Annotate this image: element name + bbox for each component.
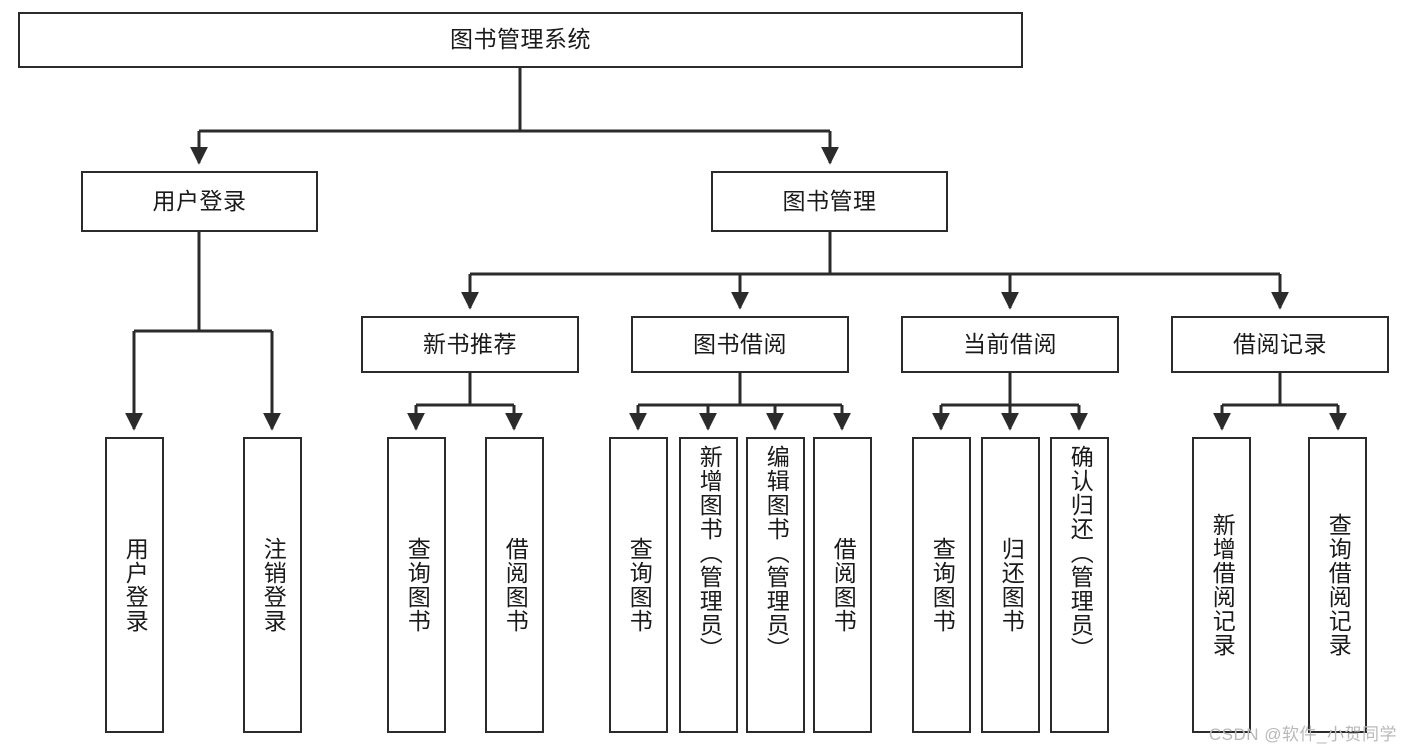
node-current-borrow-label: 当前借阅 [963, 330, 1057, 357]
node-user-login[interactable]: 用户登录 [81, 171, 318, 232]
leaf-new-book-borrow-label: 借阅图书 [502, 537, 529, 633]
node-current-borrow[interactable]: 当前借阅 [901, 316, 1119, 373]
leaf-user-login-signout-label: 注销登录 [260, 537, 287, 633]
node-user-login-label: 用户登录 [152, 187, 247, 214]
leaf-new-book-borrow[interactable]: 借阅图书 [485, 437, 544, 733]
leaf-current-confirm-return-label: 确认归还（管理员） [1067, 445, 1094, 661]
node-new-book-recommend[interactable]: 新书推荐 [361, 316, 579, 373]
leaf-borrow-edit-book-label: 编辑图书（管理员） [763, 445, 790, 661]
leaf-borrow-add-book-label: 新增图书（管理员） [696, 445, 723, 661]
node-book-borrow-label: 图书借阅 [693, 330, 787, 357]
leaf-borrow-borrow-book-label: 借阅图书 [830, 537, 857, 633]
leaf-borrow-query-book[interactable]: 查询图书 [609, 437, 668, 733]
leaf-new-book-query[interactable]: 查询图书 [387, 437, 446, 733]
leaf-current-return-book-label: 归还图书 [998, 537, 1025, 633]
leaf-user-login-signin-label: 用户登录 [122, 537, 149, 633]
leaf-current-return-book[interactable]: 归还图书 [981, 437, 1040, 733]
node-root-label: 图书管理系统 [450, 26, 591, 53]
leaf-record-add[interactable]: 新增借阅记录 [1192, 437, 1251, 733]
leaf-current-confirm-return[interactable]: 确认归还（管理员） [1050, 437, 1109, 733]
node-book-management[interactable]: 图书管理 [711, 171, 948, 232]
node-root[interactable]: 图书管理系统 [18, 12, 1023, 68]
watermark: CSDN @软件_小贺同学 [1208, 725, 1397, 744]
leaf-borrow-query-book-label: 查询图书 [626, 537, 653, 633]
leaf-user-login-signin[interactable]: 用户登录 [105, 437, 164, 733]
leaf-borrow-edit-book[interactable]: 编辑图书（管理员） [746, 437, 805, 733]
leaf-borrow-add-book[interactable]: 新增图书（管理员） [679, 437, 738, 733]
leaf-user-login-signout[interactable]: 注销登录 [243, 437, 302, 733]
node-borrow-record-label: 借阅记录 [1233, 330, 1327, 357]
leaf-record-add-label: 新增借阅记录 [1209, 513, 1236, 657]
leaf-record-query[interactable]: 查询借阅记录 [1308, 437, 1367, 733]
node-new-book-recommend-label: 新书推荐 [423, 330, 517, 357]
leaf-current-query-book[interactable]: 查询图书 [912, 437, 971, 733]
leaf-borrow-borrow-book[interactable]: 借阅图书 [813, 437, 872, 733]
leaf-record-query-label: 查询借阅记录 [1325, 513, 1352, 657]
node-borrow-record[interactable]: 借阅记录 [1171, 316, 1389, 373]
node-book-management-label: 图书管理 [782, 187, 877, 214]
leaf-current-query-book-label: 查询图书 [929, 537, 956, 633]
leaf-new-book-query-label: 查询图书 [404, 537, 431, 633]
node-book-borrow[interactable]: 图书借阅 [631, 316, 849, 373]
